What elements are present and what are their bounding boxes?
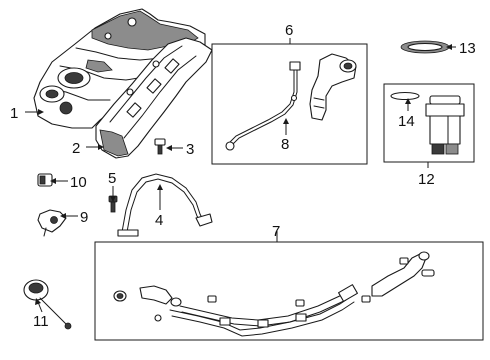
bolt (154, 138, 166, 155)
pump-seal-o-ring (390, 91, 420, 101)
leader-lines (25, 38, 456, 313)
fuel-pump-module (425, 95, 465, 155)
callout-1: 1 (10, 105, 18, 122)
callout-7: 7 (272, 223, 280, 240)
callout-11: 11 (33, 313, 49, 330)
callout-13: 13 (459, 40, 476, 57)
callout-3: 3 (186, 141, 194, 158)
part-12-box (383, 83, 475, 163)
callout-10: 10 (70, 174, 87, 191)
callout-12: 12 (418, 171, 435, 188)
fuel-cap-sender (23, 279, 72, 330)
callout-2: 2 (72, 140, 80, 157)
lock-ring (400, 40, 450, 54)
callout-8: 8 (281, 136, 289, 153)
filler-hose (309, 53, 357, 121)
tank-strap (117, 173, 213, 237)
bracket (37, 209, 67, 237)
callout-5: 5 (108, 170, 116, 187)
callout-6: 6 (285, 22, 293, 39)
vent-tube (225, 61, 301, 151)
callout-4: 4 (155, 212, 163, 229)
clip (37, 173, 53, 187)
callout-14: 14 (398, 113, 415, 130)
filler-tube-assembly (113, 251, 435, 337)
part-7-box (94, 241, 484, 341)
skid-plate-shield (95, 37, 213, 159)
callout-9: 9 (80, 209, 88, 226)
